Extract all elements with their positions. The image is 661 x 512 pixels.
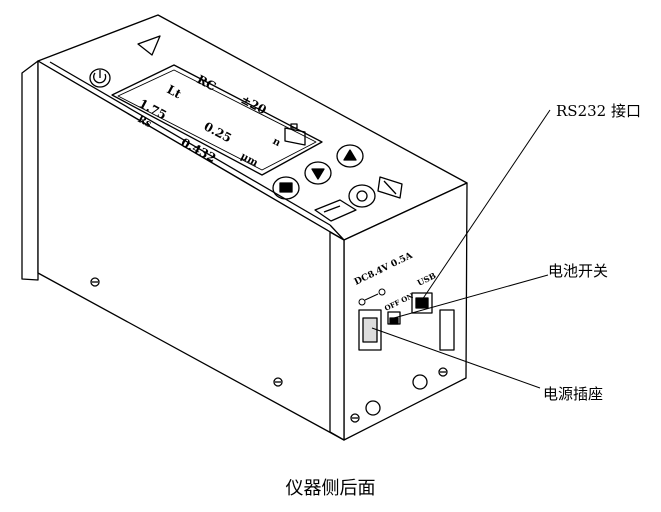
up-arrow-button-icon [336, 144, 364, 168]
power-socket-leader [371, 327, 541, 389]
lcd-display [117, 69, 317, 171]
mount-bracket [439, 309, 455, 351]
rs232-port [411, 292, 433, 314]
figure-caption: 仪器侧后面 [285, 478, 376, 499]
power-plug-icon [358, 288, 386, 306]
start-button-icon [348, 184, 376, 208]
back-end-strip [329, 231, 345, 441]
screw-icon [90, 277, 448, 423]
battery-switch-callout-label: 电池开关 [548, 262, 609, 280]
rs232-callout-label: RS232 接口 [556, 102, 641, 120]
rs232-leader [421, 109, 551, 301]
down-arrow-button-icon [304, 161, 332, 185]
enter-button-icon [314, 199, 357, 222]
play-triangle-icon [137, 35, 161, 56]
power-icon [89, 68, 111, 88]
battery-icon [284, 123, 306, 146]
battery-switch-leader [393, 274, 549, 319]
left-edge-strip [21, 60, 39, 281]
foot-hole [412, 374, 428, 390]
power-socket-callout-label: 电源插座 [543, 385, 604, 403]
display-row2-left: Lt [165, 82, 184, 101]
foot-hole [365, 400, 381, 416]
print-button-icon [377, 176, 403, 199]
menu-button-icon [272, 176, 300, 200]
